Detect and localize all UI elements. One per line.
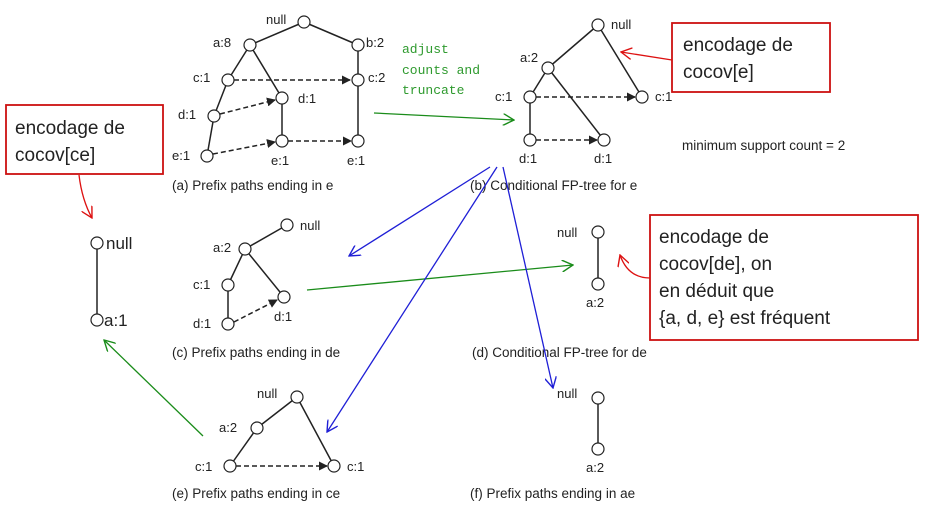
adjust-note-line: counts and — [402, 63, 480, 78]
node-a — [243, 38, 257, 52]
node-c — [635, 90, 649, 104]
node-label: null — [557, 225, 577, 240]
green-arrows — [104, 112, 573, 437]
node-label: d:1 — [298, 91, 316, 106]
node-null — [290, 390, 304, 404]
node-label: c:1 — [495, 89, 512, 104]
node-a — [90, 313, 104, 327]
panel-d: null a:2 (d) Conditional FP-tree for de — [472, 225, 647, 360]
node-label: a:1 — [104, 311, 128, 330]
node-null — [280, 218, 294, 232]
node-null — [591, 225, 605, 239]
panel-e: null a:2 c:1 c:1 (e) Prefix paths ending… — [172, 386, 364, 501]
node-label: e:1 — [347, 153, 365, 168]
callout-line: encodage de — [659, 227, 769, 248]
node-c — [223, 459, 237, 473]
callout-e: encodage de cocov[e] — [621, 22, 831, 93]
callout-ce: encodage de cocov[ce] — [5, 104, 164, 218]
callout-line: cocov[de], on — [659, 254, 772, 275]
node-d — [221, 317, 235, 331]
node-c — [327, 459, 341, 473]
node-null — [591, 18, 605, 32]
node-label: c:2 — [368, 70, 385, 85]
node-c — [523, 90, 537, 104]
node-label: c:1 — [195, 459, 212, 474]
node-label: null — [266, 12, 286, 27]
node-label: d:1 — [519, 151, 537, 166]
node-a — [238, 242, 252, 256]
node-a — [591, 442, 605, 456]
node-label: a:2 — [586, 460, 604, 475]
adjust-note-line: truncate — [402, 83, 464, 98]
panel-c: null a:2 c:1 d:1 d:1 (c) Prefix paths en… — [172, 218, 340, 360]
node-label: null — [611, 17, 631, 32]
node-label: b:2 — [366, 35, 384, 50]
panel-f: null a:2 (f) Prefix paths ending in ae — [470, 386, 635, 501]
callout-line: encodage de — [15, 118, 125, 139]
node-label: a:2 — [219, 420, 237, 435]
node-c — [221, 278, 235, 292]
node-c — [351, 73, 365, 87]
panel-ce-tree: null a:1 — [90, 234, 132, 330]
node-d — [275, 91, 289, 105]
node-null — [90, 236, 104, 250]
adjust-note: adjust counts and truncate — [402, 42, 480, 98]
callout-line: encodage de — [683, 35, 793, 56]
node-d — [277, 290, 291, 304]
node-e — [351, 134, 365, 148]
blue-arrows — [327, 166, 553, 432]
callout-line: cocov[ce] — [15, 145, 95, 166]
node-d — [597, 133, 611, 147]
node-label: e:1 — [271, 153, 289, 168]
panel-a: null a:8 b:2 c:1 c:2 d:1 d:1 e:1 e:1 e:1… — [172, 12, 385, 193]
panel-b: null a:2 c:1 c:1 d:1 d:1 (b) Conditional… — [470, 17, 672, 193]
node-label: d:1 — [193, 316, 211, 331]
node-label: null — [300, 218, 320, 233]
node-label: c:1 — [347, 459, 364, 474]
node-label: c:1 — [193, 277, 210, 292]
node-e — [275, 134, 289, 148]
node-a — [591, 277, 605, 291]
node-label: d:1 — [178, 107, 196, 122]
callout-line: cocov[e] — [683, 62, 754, 83]
node-c — [221, 73, 235, 87]
node-label: d:1 — [594, 151, 612, 166]
node-label: null — [557, 386, 577, 401]
node-null — [591, 391, 605, 405]
node-e — [200, 149, 214, 163]
node-label: a:2 — [520, 50, 538, 65]
adjust-note-line: adjust — [402, 42, 449, 57]
node-a — [250, 421, 264, 435]
node-label: a:2 — [586, 295, 604, 310]
node-label: a:8 — [213, 35, 231, 50]
caption-d: (d) Conditional FP-tree for de — [472, 345, 647, 360]
node-null — [297, 15, 311, 29]
caption-a: (a) Prefix paths ending in e — [172, 178, 333, 193]
caption-e: (e) Prefix paths ending in ce — [172, 486, 340, 501]
node-label: null — [257, 386, 277, 401]
node-d — [523, 133, 537, 147]
node-a — [541, 61, 555, 75]
callout-de: encodage de cocov[de], on en déduit que … — [620, 214, 919, 341]
node-label: c:1 — [655, 89, 672, 104]
caption-f: (f) Prefix paths ending in ae — [470, 486, 635, 501]
callout-line: {a, d, e} est fréquent — [659, 308, 831, 329]
min-support-note: minimum support count = 2 — [682, 138, 845, 153]
node-label: c:1 — [193, 70, 210, 85]
callout-line: en déduit que — [659, 281, 774, 302]
node-d — [207, 109, 221, 123]
node-label: e:1 — [172, 148, 190, 163]
node-label: d:1 — [274, 309, 292, 324]
caption-c: (c) Prefix paths ending in de — [172, 345, 340, 360]
caption-b: (b) Conditional FP-tree for e — [470, 178, 637, 193]
node-label: a:2 — [213, 240, 231, 255]
node-b — [351, 38, 365, 52]
node-label: null — [106, 234, 132, 253]
